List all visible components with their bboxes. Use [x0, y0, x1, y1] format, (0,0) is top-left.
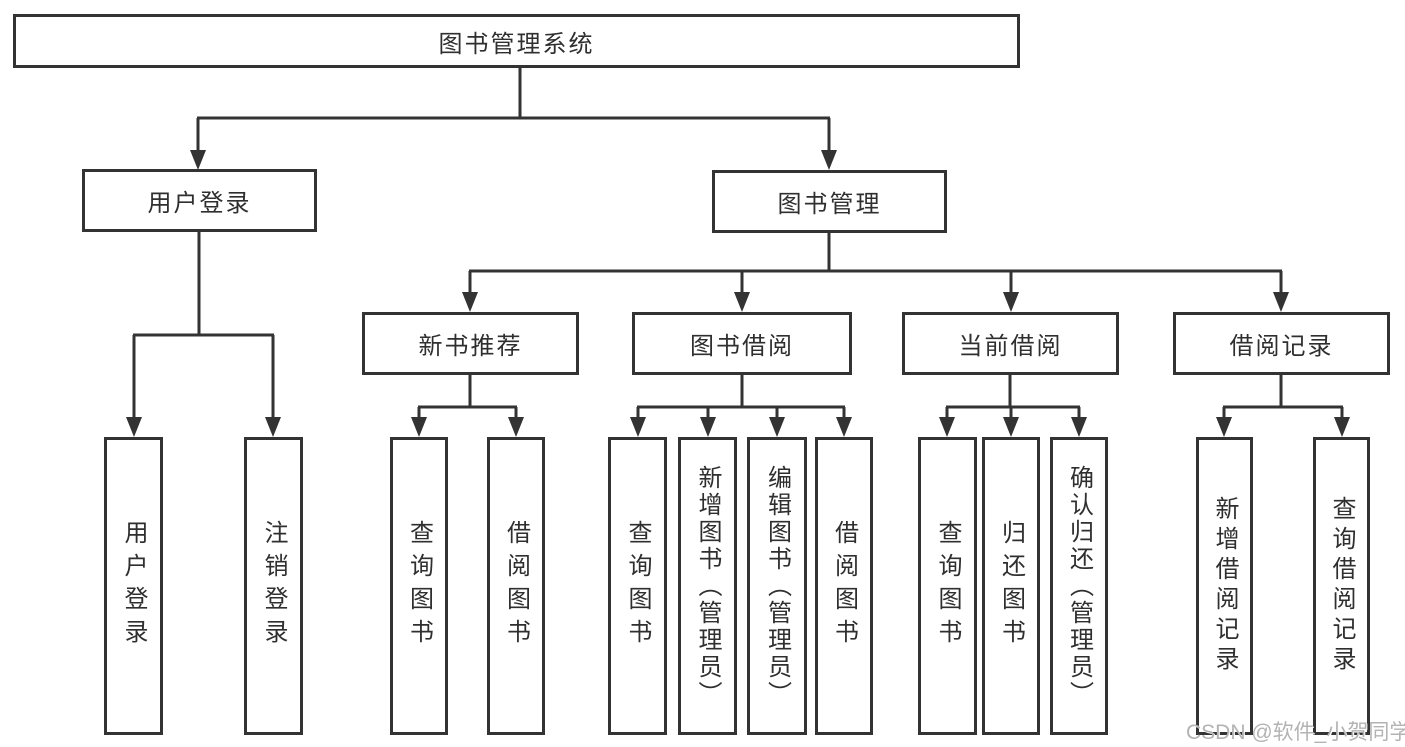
leaf-current-query-label: 查询图书: [934, 520, 961, 652]
leaf-records-query-label: 查询借阅记录: [1328, 496, 1355, 676]
leaf-borrow-query: 查询图书: [608, 437, 667, 735]
leaf-logout-label: 注销登录: [260, 520, 287, 652]
leaf-borrow-query-label: 查询图书: [624, 520, 651, 652]
leaf-borrow-add-admin: 新增图书（管理员）: [678, 437, 737, 735]
leaf-newbooks-borrow-label: 借阅图书: [502, 520, 530, 652]
node-borrow-records: 借阅记录: [1173, 312, 1390, 375]
leaf-current-return-label: 归还图书: [997, 520, 1025, 652]
leaf-current-confirm-admin-label: 确认归还（管理员）: [1065, 464, 1093, 708]
leaf-records-add: 新增借阅记录: [1196, 437, 1253, 735]
leaf-newbooks-borrow: 借阅图书: [487, 437, 545, 735]
node-root-label: 图书管理系统: [438, 30, 595, 58]
node-root: 图书管理系统: [13, 14, 1020, 68]
leaf-records-add-label: 新增借阅记录: [1211, 496, 1238, 676]
leaf-borrow-edit-admin: 编辑图书（管理员）: [747, 437, 807, 735]
leaf-current-confirm-admin: 确认归还（管理员）: [1050, 437, 1108, 735]
node-book-borrow-label: 图书借阅: [690, 333, 794, 360]
node-new-book-recommend: 新书推荐: [362, 312, 579, 375]
node-new-book-recommend-label: 新书推荐: [418, 333, 523, 360]
leaf-user-login-label: 用户登录: [120, 520, 147, 652]
leaf-current-return: 归还图书: [982, 437, 1040, 735]
node-current-borrow: 当前借阅: [902, 312, 1119, 375]
leaf-borrow-edit-admin-label: 编辑图书（管理员）: [763, 464, 791, 708]
leaf-newbooks-query: 查询图书: [390, 437, 448, 735]
node-book-borrow: 图书借阅: [632, 312, 852, 375]
node-user-login-label: 用户登录: [147, 190, 252, 217]
leaf-borrow-book: 借阅图书: [815, 437, 873, 735]
leaf-borrow-add-admin-label: 新增图书（管理员）: [694, 464, 721, 708]
node-user-login: 用户登录: [82, 169, 317, 232]
node-book-management: 图书管理: [712, 170, 947, 233]
node-book-management-label: 图书管理: [777, 191, 882, 218]
leaf-user-login: 用户登录: [104, 437, 163, 735]
leaf-records-query: 查询借阅记录: [1313, 437, 1370, 735]
leaf-borrow-book-label: 借阅图书: [830, 520, 858, 652]
leaf-logout: 注销登录: [244, 437, 303, 735]
node-current-borrow-label: 当前借阅: [958, 333, 1063, 360]
node-borrow-records-label: 借阅记录: [1229, 333, 1334, 360]
leaf-newbooks-query-label: 查询图书: [405, 520, 433, 652]
leaf-current-query: 查询图书: [918, 437, 977, 735]
